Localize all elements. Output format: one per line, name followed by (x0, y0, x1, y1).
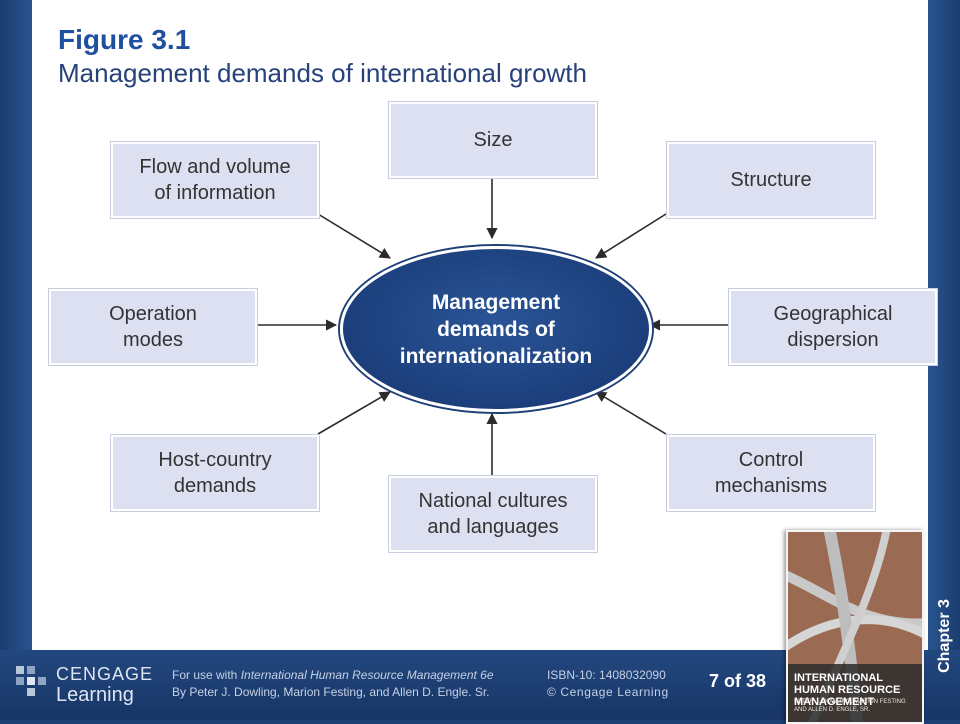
arrow-control (595, 391, 667, 435)
arrow-structure (595, 213, 667, 259)
cengage-logo-icon (16, 666, 46, 696)
logo-wordmark-learning: Learning (56, 684, 134, 706)
box-host-country-demands: Host-country demands (111, 435, 319, 511)
box-structure: Structure (667, 142, 875, 218)
box-national-cultures-languages: National cultures and languages (389, 476, 597, 552)
center-ellipse: Management demands of internationalizati… (340, 246, 652, 412)
arrow-host (317, 391, 391, 435)
cengage-logo: CENGAGE Learning (14, 662, 154, 708)
box-control-mechanisms: Control mechanisms (667, 435, 875, 511)
cover-highway-image (788, 532, 922, 722)
footer-use-line: For use with International Human Resourc… (172, 667, 494, 684)
box-geographical-dispersion: Geographical dispersion (729, 289, 937, 365)
chapter-text: Chapter 3 (936, 599, 954, 673)
figure-label: Figure 3.1 (58, 24, 191, 55)
box-flow-volume-information: Flow and volume of information (111, 142, 319, 218)
cover-title: INTERNATIONAL HUMAN RESOURCE MANAGEMENT (794, 672, 901, 708)
page-number: 7 of 38 (709, 671, 767, 691)
arrow-flow (317, 213, 391, 259)
box-operation-modes: Operation modes (49, 289, 257, 365)
footer-copyright: © Cengage Learning (547, 685, 669, 699)
footer-authors: By Peter J. Dowling, Marion Festing, and… (172, 685, 490, 699)
chapter-label: Chapter 3 (930, 586, 960, 686)
book-cover: INTERNATIONAL HUMAN RESOURCE MANAGEMENT … (786, 530, 924, 724)
cover-authors: PETER J. DOWLING, MARION FESTING AND ALL… (794, 699, 906, 713)
footer-book-title: International Human Resource Management … (240, 668, 494, 682)
footer-use-prefix: For use with (172, 668, 241, 682)
center-label: Management demands of internationalizati… (399, 290, 593, 368)
footer-isbn: ISBN-10: 1408032090 (547, 668, 666, 682)
figure-title: Management demands of international grow… (58, 58, 587, 88)
left-band (0, 0, 32, 650)
logo-wordmark-cengage: CENGAGE (56, 664, 154, 684)
box-size: Size (389, 102, 597, 178)
